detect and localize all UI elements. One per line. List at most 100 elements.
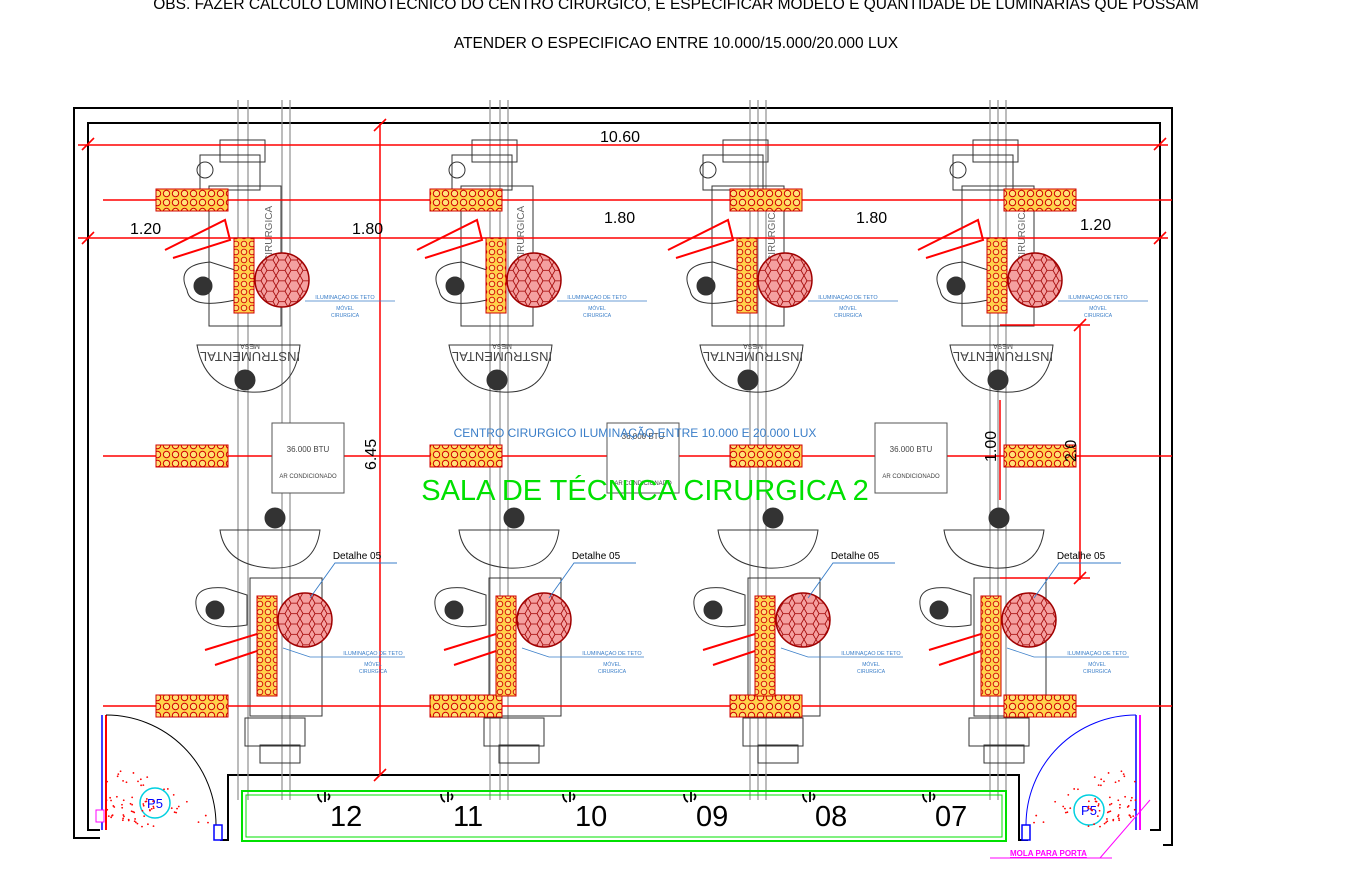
- ceiling-light-label-3: CIRURGICA: [834, 313, 863, 319]
- ac-left-label: AR CONDICIONADO: [279, 474, 337, 480]
- surgical-luminaire-bottom-1: [516, 592, 572, 648]
- ceiling-strip-2-2: [729, 694, 803, 718]
- vertical-strip-bottom-1: [495, 595, 517, 697]
- ac-unit-mid: 36.000 BTU AR CONDICIONADO: [606, 422, 680, 494]
- person-head: [486, 369, 508, 391]
- bed-number: 12: [330, 801, 362, 833]
- bed-outlet-icon: [317, 792, 331, 803]
- instrument-table: [699, 344, 804, 393]
- vertical-strip-top-1: [485, 237, 507, 314]
- ceiling-light-label-2: MÓVEL: [862, 661, 880, 668]
- instrument-table: [219, 529, 321, 569]
- table-label-cirurgica: CIRURGICA: [1017, 206, 1028, 262]
- ceiling-strip-0-0: [155, 188, 229, 212]
- surgical-table: [249, 577, 323, 717]
- chair: [195, 587, 248, 628]
- surgical-luminaire-bottom-0: [277, 592, 333, 648]
- ceiling-strip-1-3: [1003, 444, 1077, 468]
- instrument-table: [448, 344, 553, 393]
- instrument-table: [717, 529, 819, 569]
- monitor: [722, 139, 769, 163]
- monitor: [757, 744, 799, 764]
- bottom-station-0: [195, 507, 323, 764]
- surgical-table: [488, 577, 562, 717]
- ac-mid-capacity: 36.000 BTU: [622, 432, 665, 441]
- ceiling-light-label: ILUMINAÇAO DE TETO: [567, 295, 627, 301]
- bed-outlet-icon: [802, 792, 816, 803]
- label-leader: [521, 647, 644, 658]
- surgical-luminaire-bottom-2: [775, 592, 831, 648]
- ac-unit-left: 36.000 BTU AR CONDICIONADO: [271, 422, 345, 494]
- ac-mid-label: AR CONDICIONADO: [614, 481, 672, 487]
- person-head: [696, 276, 716, 296]
- anesthesia-cart: [244, 717, 306, 747]
- monitor: [471, 139, 518, 163]
- person-head: [205, 600, 225, 620]
- bed-outlet-icon: [440, 792, 454, 803]
- detail-leader: [309, 562, 397, 599]
- door-right: P5 MOLA PARA PORTA: [990, 714, 1151, 859]
- table-label-instrumental: INSTRUMENTAL: [703, 349, 803, 364]
- bed-number: 10: [575, 801, 607, 833]
- ceiling-light-label-2: MÓVEL: [364, 661, 382, 668]
- anesthesia-cart: [968, 717, 1030, 747]
- person-head: [762, 507, 784, 529]
- chair: [434, 587, 487, 628]
- table-label-instrumental: INSTRUMENTAL: [953, 349, 1053, 364]
- dim-offset: 1.00: [983, 431, 1000, 462]
- table-label-mesa: MESA: [240, 342, 260, 349]
- detail-leader: [548, 562, 636, 599]
- person-head: [445, 276, 465, 296]
- anesthesia-cart: [483, 717, 545, 747]
- ceiling-light-label: ILUMINAÇAO DE TETO: [315, 295, 375, 301]
- vertical-strip-top-3: [986, 237, 1008, 314]
- detail-ref: Detalhe 05: [1057, 551, 1106, 562]
- surgical-luminaire-top-1: [506, 252, 562, 308]
- table-label-instrumental: INSTRUMENTAL: [452, 349, 552, 364]
- vertical-strip-bottom-0: [256, 595, 278, 697]
- surgical-luminaire-bottom-3: [1001, 592, 1057, 648]
- vertical-strip-top-2: [736, 237, 758, 314]
- lighting-spec: CENTRO CIRURGICO ILUMINAÇÃO ENTRE 10.000…: [454, 426, 817, 440]
- table-label-cirurgica: CIRURGICA: [264, 206, 275, 262]
- chair: [919, 587, 972, 628]
- person-head: [503, 507, 525, 529]
- table-label-mesa: MESA: [743, 342, 763, 349]
- instrument-table: [458, 529, 560, 569]
- dim-right: 2.0: [1063, 440, 1080, 462]
- ceiling-light-label-2: MÓVEL: [588, 305, 606, 312]
- anesthesia-cart: [952, 154, 1014, 191]
- note-line-2: ATENDER O ESPECIFICAO ENTRE 10.000/15.00…: [453, 35, 899, 52]
- table-label-cirurgica: CIRURGICA: [516, 206, 527, 262]
- ceiling-strip-0-2: [729, 188, 803, 212]
- detail-ref: Detalhe 05: [572, 551, 621, 562]
- anesthesia-cart: [702, 154, 764, 191]
- surgical-luminaire-top-3: [1007, 252, 1063, 308]
- door-right-label: P5: [1081, 803, 1097, 818]
- ceiling-light-label-3: CIRURGICA: [598, 669, 627, 675]
- vertical-strip-bottom-3: [980, 595, 1002, 697]
- ceiling-light-label: ILUMINAÇAO DE TETO: [1068, 295, 1128, 301]
- stool: [448, 161, 466, 179]
- label-leader: [780, 647, 903, 658]
- table-label-mesa: MESA: [492, 342, 512, 349]
- ceiling-strip-2-3: [1003, 694, 1077, 718]
- pendant-arm: [917, 218, 985, 259]
- person-head: [703, 600, 723, 620]
- instrument-table: [943, 529, 1045, 569]
- monitor: [498, 744, 540, 764]
- dim-spacing-2: 1.80: [604, 210, 635, 227]
- bed-outlet-icon: [562, 792, 576, 803]
- room-name: SALA DE TÉCNICA CIRURGICA 2: [421, 474, 869, 507]
- door-swing-dots: [105, 770, 1137, 828]
- instrument-table: [949, 344, 1054, 393]
- ceiling-strip-2-1: [429, 694, 503, 718]
- person-head: [444, 600, 464, 620]
- ceiling-strip-0-3: [1003, 188, 1077, 212]
- ceiling-strip-2-0: [155, 694, 229, 718]
- dim-total-width: 10.60: [600, 129, 640, 146]
